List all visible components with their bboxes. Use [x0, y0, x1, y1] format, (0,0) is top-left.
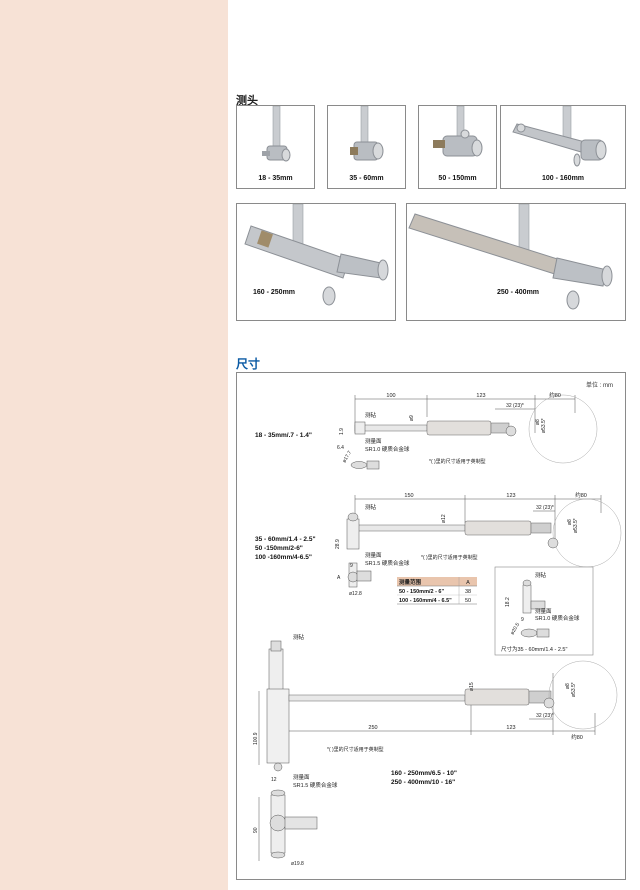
anvil-label: 测砧	[293, 633, 305, 641]
dim-32: 32 (23)*	[506, 403, 524, 409]
head-image-18-35	[262, 106, 291, 162]
dim-100-9: 100.9	[253, 732, 259, 745]
drawing-35-160	[354, 495, 602, 543]
range-18-35: 18 - 35mm/.7 - 1.4"	[255, 432, 312, 439]
note-imperial: *( )里的尺寸适用于英制型	[429, 458, 486, 465]
inset-35-60: 测砧 18.2 9 测量面 SR1.0 硬质合金球 ø20.5 尺寸为35 - …	[494, 566, 594, 656]
table-header-a: A	[466, 580, 470, 586]
dim-phi8: ø8	[567, 519, 573, 525]
range-250-400: 250 - 400mm/10 - 16"	[391, 779, 455, 786]
dim-9: 9	[350, 563, 353, 569]
dim-80: 约80	[575, 491, 587, 499]
inset-caption: 尺寸为35 - 60mm/1.4 - 2.5"	[501, 645, 567, 653]
contact-spec: SR1.5 硬质合金球	[365, 559, 410, 567]
dim-phi9: ø9	[409, 415, 415, 421]
dim-12: 12	[271, 777, 277, 783]
contact-spec: SR1.0 硬质合金球	[365, 445, 410, 453]
inset-contact-label: 测量面	[535, 607, 552, 615]
dim-phi53: ø53.5*	[541, 418, 547, 433]
head-label: 18 - 35mm	[258, 175, 293, 182]
heads-section-title: 测头	[236, 95, 258, 107]
dim-80: 约80	[549, 391, 561, 399]
dim-phi12-8: ø12.8	[349, 591, 362, 597]
table-cell: 50	[465, 598, 471, 604]
dimensions-section-title: 尺寸	[236, 357, 261, 371]
inset-anvil-label: 测砧	[535, 571, 547, 579]
dimensions-svg: 单位 : mm 100 123 约80 32 (23)* ø9 ø8 ø53.5…	[253, 381, 622, 867]
head-image-100-160	[512, 106, 607, 167]
dim-123: 123	[476, 393, 485, 399]
range-table: 测量范围 A 50 - 150mm/2 - 6" 38 100 - 160mm/…	[397, 577, 477, 605]
inset-contact-spec: SR1.0 硬质合金球	[535, 614, 580, 622]
head-card-18-35: 18 - 35mm	[236, 105, 315, 189]
dim-32: 32 (23)*	[536, 505, 554, 511]
head-card-100-160: 100 - 160mm	[500, 105, 626, 189]
dim-phi53: ø53.5*	[573, 518, 579, 533]
contact-label: 测量面	[365, 551, 382, 559]
head-card-250-400: 250 - 400mm	[406, 203, 626, 321]
contact-label: 测量面	[365, 437, 382, 445]
note-imperial: *( )里的尺寸适用于英制型	[327, 746, 384, 753]
dim-6-4: 6.4	[337, 445, 344, 451]
head-label: 50 - 150mm	[438, 175, 477, 182]
dimensions-drawing: 单位 : mm 100 123 约80 32 (23)* ø9 ø8 ø53.5…	[236, 372, 626, 880]
table-cell: 100 - 160mm/4 - 6.5"	[399, 598, 452, 604]
dim-90: 90	[253, 827, 259, 833]
unit-label: 单位 : mm	[586, 381, 613, 389]
range-35-60: 35 - 60mm/1.4 - 2.5"	[255, 536, 316, 543]
range-50-150: 50 -150mm/2-6"	[255, 545, 303, 552]
dim-a: A	[337, 575, 341, 581]
table-cell: 50 - 150mm/2 - 6"	[399, 589, 444, 595]
contact-spec: SR1.5 硬质合金球	[293, 781, 338, 789]
head-card-50-150: 50 - 150mm	[418, 105, 497, 189]
dim-80: 约80	[571, 733, 583, 741]
anvil-label: 测砧	[365, 411, 377, 419]
dim-phi53: ø53.5*	[571, 682, 577, 697]
dim-150: 150	[404, 493, 413, 499]
dim-32: 32 (23)*	[536, 713, 554, 719]
table-cell: 38	[465, 589, 471, 595]
head-image-250-400	[408, 204, 613, 310]
dim-1-9: 1.9	[339, 428, 345, 435]
dim-100: 100	[386, 393, 395, 399]
head-card-160-250: 160 - 250mm	[236, 203, 396, 321]
dim-phi12: ø12	[441, 514, 447, 523]
dim-phi19-8: ø19.8	[291, 861, 304, 867]
head-card-35-60: 35 - 60mm	[327, 105, 406, 189]
dim-phi15: ø15	[469, 682, 475, 691]
head-label: 35 - 60mm	[349, 175, 384, 182]
inset-dim-18-2: 18.2	[505, 597, 511, 607]
table-header-range: 测量范围	[399, 578, 422, 586]
dim-phi8: ø8	[535, 419, 541, 425]
head-image-35-60	[350, 106, 384, 161]
head-label: 100 - 160mm	[541, 175, 585, 182]
dim-123: 123	[506, 725, 515, 731]
range-160-250: 160 - 250mm/6.5 - 10"	[391, 770, 457, 777]
dim-phi17-7: ø17.7	[342, 450, 354, 464]
head-image-50-150	[433, 106, 483, 157]
dim-28-9: 28.9	[335, 539, 341, 549]
head-image-160-250	[244, 204, 389, 306]
range-100-160: 100 -160mm/4-6.5"	[255, 554, 312, 561]
contact-label: 测量面	[293, 773, 310, 781]
inset-dim-9: 9	[521, 617, 524, 623]
dim-phi8: ø8	[565, 683, 571, 689]
head-label: 250 - 400mm	[497, 289, 540, 296]
dim-123: 123	[506, 493, 515, 499]
inset-dim-phi: ø20.5	[510, 622, 522, 636]
anvil-label: 测砧	[365, 503, 377, 511]
head-label: 160 - 250mm	[253, 289, 296, 296]
note-imperial: *( )里的尺寸适用于英制型	[421, 554, 478, 561]
dim-250: 250	[368, 725, 377, 731]
sidebar-panel	[0, 0, 228, 890]
